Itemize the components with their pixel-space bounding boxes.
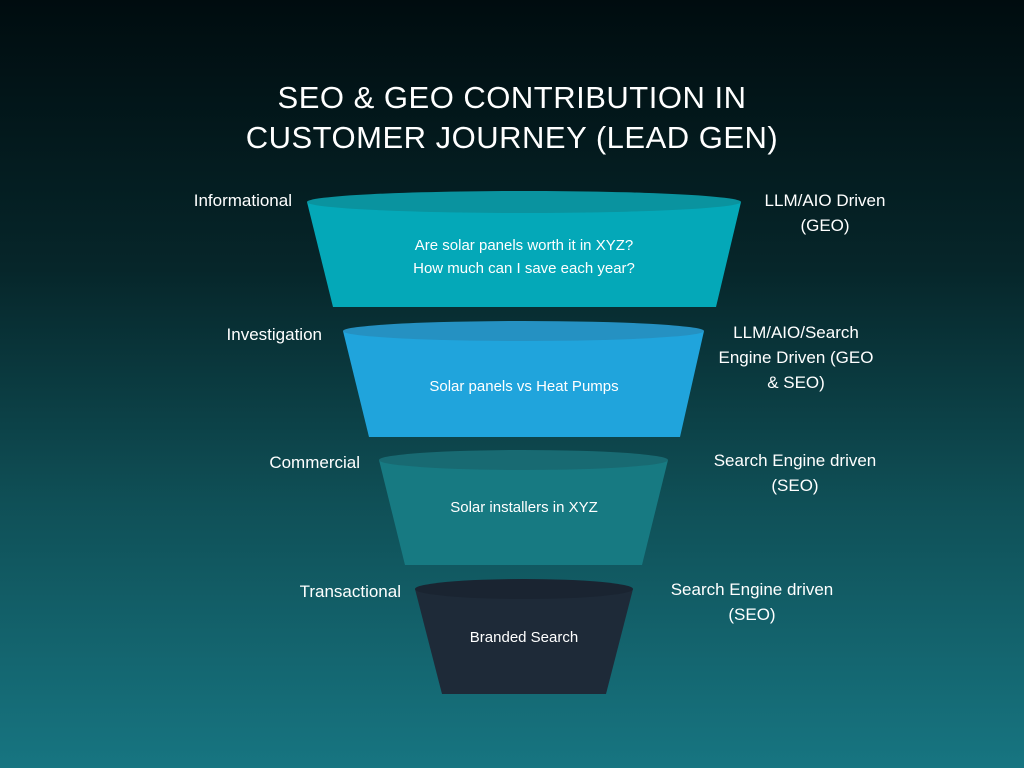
- driver-line: (SEO): [728, 605, 776, 624]
- driver-label-informational: LLM/AIO Driven (GEO): [745, 188, 905, 238]
- stage-label-investigation: Investigation: [226, 325, 322, 344]
- funnel-segment-commercial: Solar installers in XYZ: [379, 450, 668, 565]
- segment-body: [343, 331, 704, 437]
- driver-line: LLM/AIO Driven: [764, 191, 886, 210]
- page-title: SEO & GEO CONTRIBUTION IN CUSTOMER JOURN…: [0, 78, 1024, 158]
- segment-body: [307, 202, 741, 307]
- driver-label-transactional: Search Engine driven (SEO): [647, 577, 857, 627]
- driver-line: Search Engine driven: [713, 451, 877, 470]
- segment-top: [379, 450, 668, 470]
- funnel-segment-investigation: Solar panels vs Heat Pumps: [343, 321, 704, 437]
- segment-body: [415, 589, 633, 694]
- driver-line: & SEO): [767, 373, 825, 392]
- driver-line: LLM/AIO/Search: [733, 323, 859, 342]
- driver-line: (SEO): [771, 476, 819, 495]
- stage-label-transactional: Transactional: [299, 582, 401, 601]
- driver-line: Search Engine driven: [670, 580, 834, 599]
- title-line-1: SEO & GEO CONTRIBUTION IN: [277, 80, 747, 115]
- segment-query: How much can I save each year?: [413, 260, 635, 277]
- driver-label-investigation: LLM/AIO/Search Engine Driven (GEO & SEO): [700, 320, 892, 395]
- segment-query: Solar panels vs Heat Pumps: [429, 378, 618, 395]
- segment-query: Branded Search: [470, 629, 578, 646]
- stage-label-informational: Informational: [193, 191, 292, 210]
- segment-top: [415, 579, 633, 599]
- segment-body: [379, 460, 668, 565]
- driver-line: Engine Driven (GEO: [718, 348, 874, 367]
- title-line-2: CUSTOMER JOURNEY (LEAD GEN): [245, 120, 779, 155]
- funnel-segment-transactional: Branded Search: [415, 579, 633, 694]
- segment-query: Solar installers in XYZ: [450, 499, 598, 516]
- funnel-segment-informational: Are solar panels worth it in XYZ? How mu…: [307, 191, 741, 307]
- driver-line: (GEO): [800, 216, 850, 235]
- driver-label-commercial: Search Engine driven (SEO): [690, 448, 900, 498]
- segment-top: [307, 191, 741, 213]
- segment-query: Are solar panels worth it in XYZ?: [415, 237, 633, 254]
- segment-top: [343, 321, 704, 341]
- stage-label-commercial: Commercial: [269, 453, 360, 472]
